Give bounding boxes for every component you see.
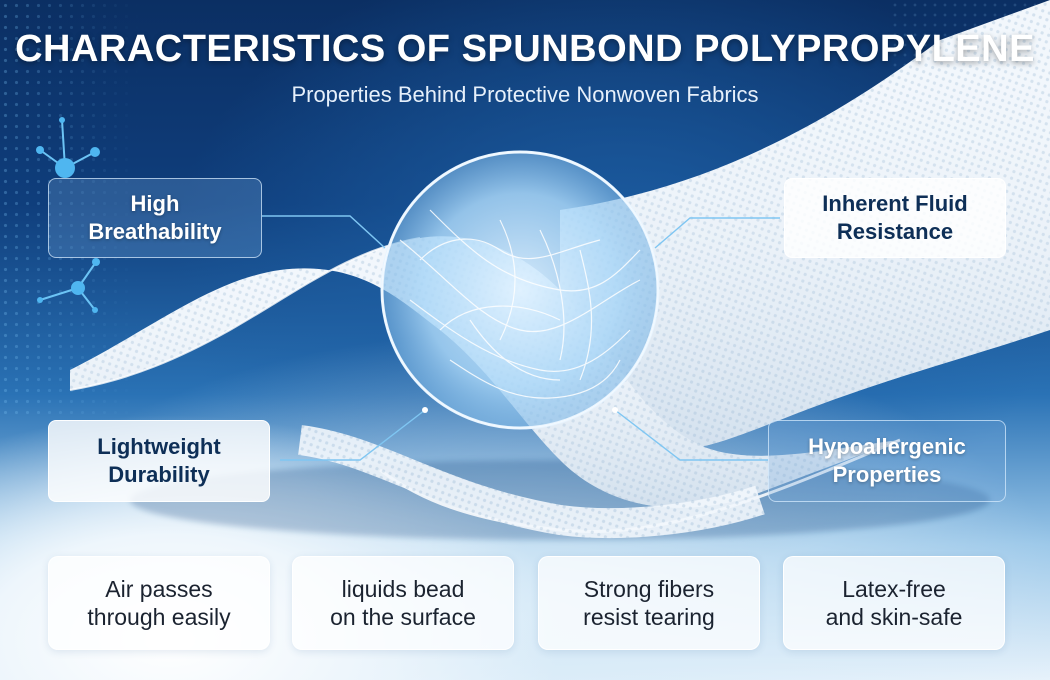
description-text: Air passes through easily	[87, 576, 231, 630]
description-card-fluid-resistance: liquids bead on the surface	[292, 556, 514, 650]
feature-label-text: High Breathability	[88, 191, 222, 244]
feature-label-lightweight-durability: Lightweight Durability	[48, 420, 270, 502]
feature-label-text: Lightweight Durability	[97, 434, 221, 487]
description-text: Latex-free and skin-safe	[825, 576, 963, 630]
page-subtitle: Properties Behind Protective Nonwoven Fa…	[291, 82, 759, 107]
description-text: liquids bead on the surface	[330, 576, 476, 630]
description-card-hypoallergenic: Latex-free and skin-safe	[783, 556, 1005, 650]
connector-lines	[262, 215, 780, 461]
fiber-strands	[399, 209, 641, 399]
description-card-breathability: Air passes through easily	[48, 556, 270, 650]
feature-label-text: Hypoallergenic Properties	[808, 434, 966, 487]
page-title: CHARACTERISTICS OF SPUNBOND POLYPROPYLEN…	[15, 28, 1035, 70]
feature-label-hypoallergenic: Hypoallergenic Properties	[768, 420, 1006, 502]
feature-label-high-breathability: High Breathability	[48, 178, 262, 258]
feature-label-fluid-resistance: Inherent Fluid Resistance	[784, 178, 1006, 258]
description-card-durability: Strong fibers resist tearing	[538, 556, 760, 650]
feature-label-text: Inherent Fluid Resistance	[822, 191, 968, 244]
description-text: Strong fibers resist tearing	[583, 576, 715, 630]
magnifier-lens	[380, 150, 660, 430]
